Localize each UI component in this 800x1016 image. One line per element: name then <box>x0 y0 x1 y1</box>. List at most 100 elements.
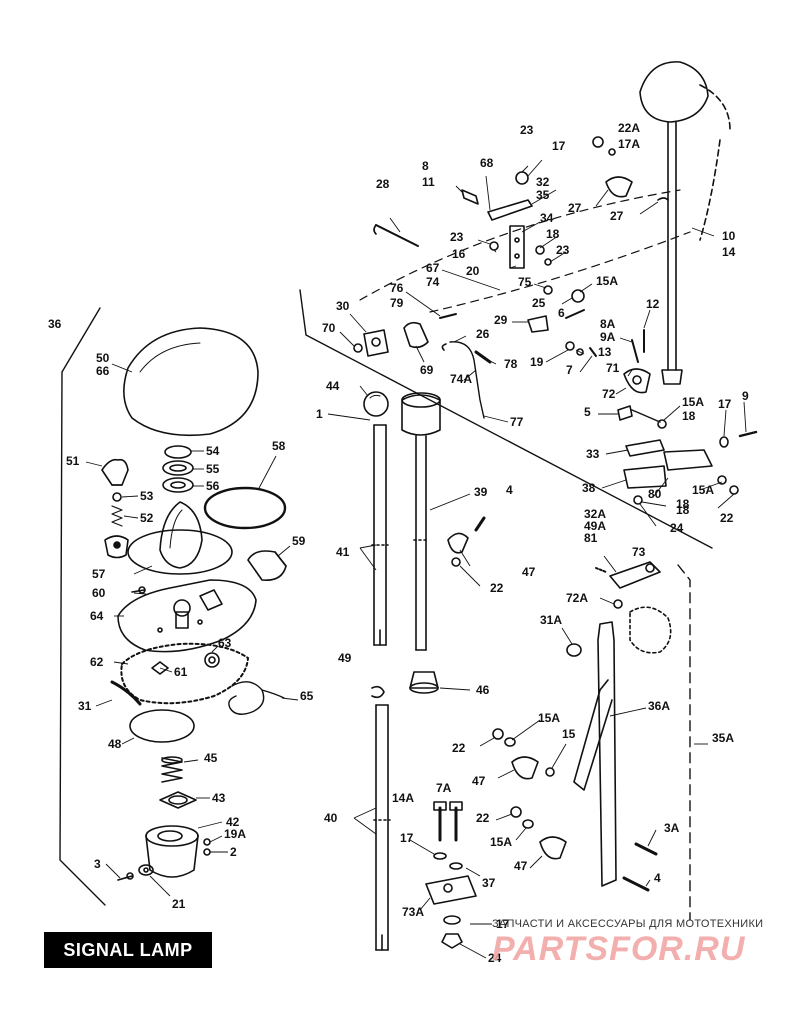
part-callout: 42 <box>226 815 240 829</box>
part-callout: 61 <box>174 665 188 679</box>
part-callout: 22 <box>490 581 504 595</box>
part-callout: 4 <box>506 483 513 497</box>
part-callout: 7 <box>566 363 573 377</box>
part-callout: 53 <box>140 489 154 503</box>
part-callout: 18 <box>676 497 690 511</box>
part-callout: 81 <box>584 531 598 545</box>
part-callout: 33 <box>586 447 600 461</box>
part-callout: 26 <box>476 327 490 341</box>
part-callout: 80 <box>648 487 662 501</box>
part-callout: 30 <box>336 299 350 313</box>
part-callout: 57 <box>92 567 106 581</box>
center-group-boundary <box>299 289 713 549</box>
part-callout: 32A <box>584 507 607 521</box>
part-callout: 29 <box>494 313 508 327</box>
part-callout: 73A <box>402 905 425 919</box>
part-callout: 38 <box>582 481 596 495</box>
part-callout: 19 <box>530 355 544 369</box>
part-callout: 27 <box>568 201 582 215</box>
part-callout: 5 <box>584 405 591 419</box>
part-callout: 44 <box>326 379 340 393</box>
part-callout: 10 <box>722 229 736 243</box>
part-callout: 43 <box>212 791 226 805</box>
part-callout: 23 <box>450 230 464 244</box>
part-callout: 16 <box>452 247 466 261</box>
part-callout: 47 <box>514 859 528 873</box>
part-callout: 35 <box>536 188 550 202</box>
part-callout: 18 <box>676 503 690 517</box>
part-callout: 15A <box>596 274 619 288</box>
part-callout: 66 <box>96 364 110 378</box>
part-callout: 60 <box>92 586 106 600</box>
watermark-tagline: ЗАПЧАСТИ И АКСЕССУАРЫ ДЛЯ МОТОТЕХНИКИ <box>492 918 764 930</box>
part-callout: 15A <box>682 395 705 409</box>
part-callout: 22 <box>476 811 490 825</box>
part-callout: 51 <box>66 454 80 468</box>
part-callout: 9A <box>600 330 616 344</box>
part-callout: 2 <box>230 845 237 859</box>
part-callout: 62 <box>90 655 104 669</box>
part-callout: 56 <box>206 479 220 493</box>
part-callout: 45 <box>204 751 218 765</box>
part-callout: 47 <box>472 774 486 788</box>
part-callout: 18 <box>546 227 560 241</box>
part-callout: 68 <box>480 156 494 170</box>
part-callout: 17A <box>618 137 641 151</box>
part-callout: 52 <box>140 511 154 525</box>
part-callout: 25 <box>532 296 546 310</box>
part-callout: 31A <box>540 613 563 627</box>
part-callout: 22 <box>720 511 734 525</box>
part-callout: 21 <box>172 897 186 911</box>
part-callout: 17 <box>400 831 414 845</box>
part-callout: 7A <box>436 781 452 795</box>
part-callout: 31 <box>78 699 92 713</box>
part-callout: 73 <box>632 545 646 559</box>
part-callout: 54 <box>206 444 220 458</box>
part-callout: 8 <box>422 159 429 173</box>
part-callout: 17 <box>718 397 732 411</box>
part-callout: 23 <box>520 123 534 137</box>
part-callout: 65 <box>300 689 314 703</box>
part-callout: 15 <box>562 727 576 741</box>
part-callout: 32 <box>536 175 550 189</box>
part-callout: 49 <box>338 651 352 665</box>
part-callout: 23 <box>556 243 570 257</box>
part-callout: 46 <box>476 683 490 697</box>
part-callout: 20 <box>466 264 480 278</box>
part-callout: 13 <box>598 345 612 359</box>
part-callout: 8A <box>600 317 616 331</box>
part-callout: 72 <box>602 387 616 401</box>
part-callout: 39 <box>474 485 488 499</box>
part-callout: 22A <box>618 121 641 135</box>
part-callout: 22 <box>452 741 466 755</box>
part-callout: 55 <box>206 462 220 476</box>
part-callout: 40 <box>324 811 338 825</box>
part-callout: 19A <box>224 827 247 841</box>
part-callout: 4 <box>654 871 661 885</box>
part-callout: 18 <box>682 409 696 423</box>
watermark-logo: PARTSFOR.RU <box>492 930 746 968</box>
part-callout: 14A <box>392 791 415 805</box>
part-callout: 3A <box>664 821 680 835</box>
part-callout: 24 <box>488 951 502 965</box>
part-callout: 67 <box>426 261 440 275</box>
part-callout: 41 <box>336 545 350 559</box>
part-callout: 47 <box>522 565 536 579</box>
part-callout: 15A <box>692 483 715 497</box>
part-callout: 9 <box>742 389 749 403</box>
part-callout: 71 <box>606 361 620 375</box>
part-callout: 77 <box>510 415 524 429</box>
part-callout: 6 <box>558 306 565 320</box>
part-callout: 24 <box>670 521 684 535</box>
part-callout: 79 <box>390 296 404 310</box>
part-callout: 35A <box>712 731 735 745</box>
part-callout: 15A <box>490 835 513 849</box>
left-group-boundary <box>59 307 106 906</box>
part-callout: 14 <box>722 245 736 259</box>
part-callout: 58 <box>272 439 286 453</box>
part-callout: 3 <box>94 857 101 871</box>
lamp-lens <box>123 327 259 437</box>
part-callout: 12 <box>646 297 660 311</box>
